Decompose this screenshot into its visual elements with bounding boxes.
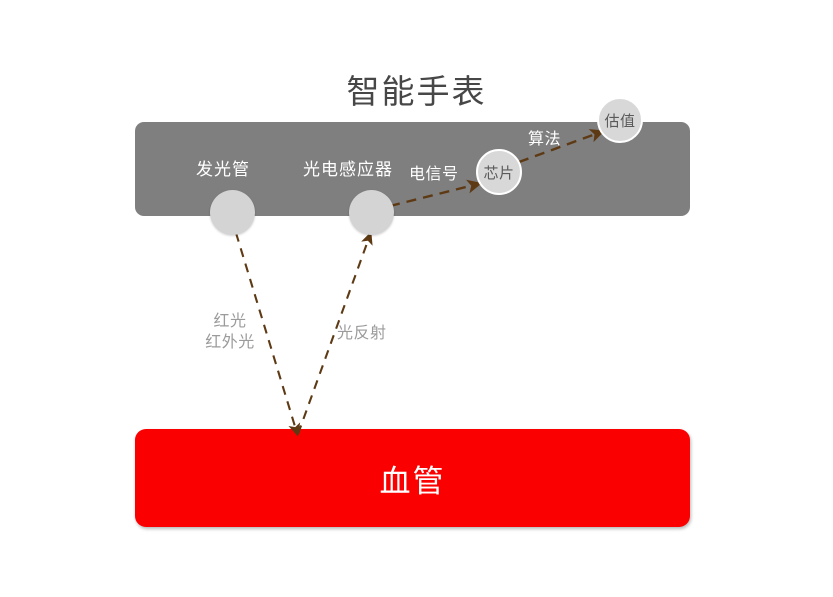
blood-vessel-label: 血管 [379,463,446,499]
chip-node-circle[interactable]: 芯片 [476,149,522,195]
blood-vessel-bar: 血管 [135,429,690,527]
estimate-node-label: 估值 [604,112,636,130]
led-label: 发光管 [196,160,250,179]
chip-node-label: 芯片 [483,164,515,182]
page-title: 智能手表 [346,73,487,110]
electric-signal-label: 电信号 [409,166,459,183]
photodetector-label: 光电感应器 [303,160,393,179]
estimate-node-circle[interactable]: 估值 [597,97,643,143]
emitted-light-label: 红光 红外光 [196,311,264,353]
emitted-light-line-1: 红光 [213,313,247,330]
algorithm-label: 算法 [528,131,562,148]
led-node-circle[interactable] [210,190,255,235]
light-reflection-label: 光反射 [337,325,387,342]
emitted-light-line-2: 红外光 [205,334,255,351]
photodetector-node-circle[interactable] [349,190,394,235]
